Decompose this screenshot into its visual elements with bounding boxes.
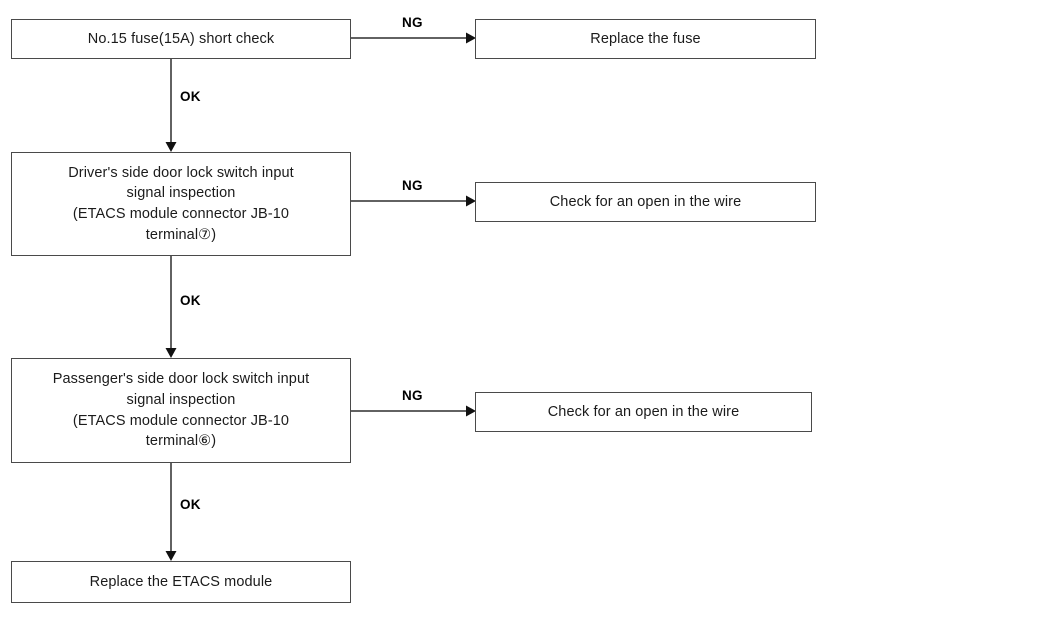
edge-ok-2 bbox=[165, 256, 177, 358]
node-passenger-switch-inspection-label: Passenger's side door lock switch input … bbox=[52, 371, 310, 450]
node-replace-fuse[interactable]: Replace the fuse bbox=[475, 19, 816, 59]
node-replace-fuse-label: Replace the fuse bbox=[590, 30, 701, 47]
edge-label-ng-1: NG bbox=[402, 15, 423, 30]
node-replace-etacs-label: Replace the ETACS module bbox=[89, 573, 273, 590]
edge-ng-1 bbox=[351, 32, 476, 44]
node-driver-switch-inspection-label: Driver's side door lock switch input sig… bbox=[68, 164, 294, 243]
edge-ok-1 bbox=[165, 59, 177, 152]
node-fuse-check-label: No.15 fuse(15A) short check bbox=[87, 30, 275, 47]
node-check-open-wire-1-label: Check for an open in the wire bbox=[549, 193, 742, 210]
edge-label-ok-2: OK bbox=[180, 293, 201, 308]
node-check-open-wire-2-label: Check for an open in the wire bbox=[547, 403, 740, 420]
edge-label-ok-1: OK bbox=[180, 89, 201, 104]
edge-ng-2 bbox=[351, 195, 476, 207]
edge-label-ok-3: OK bbox=[180, 497, 201, 512]
edge-ok-3 bbox=[165, 463, 177, 561]
node-check-open-wire-1[interactable]: Check for an open in the wire bbox=[475, 182, 816, 222]
node-driver-switch-inspection[interactable]: Driver's side door lock switch input sig… bbox=[11, 152, 351, 256]
node-replace-etacs[interactable]: Replace the ETACS module bbox=[11, 561, 351, 603]
edge-ng-3 bbox=[351, 405, 476, 417]
edge-label-ng-3: NG bbox=[402, 388, 423, 403]
node-fuse-check[interactable]: No.15 fuse(15A) short check bbox=[11, 19, 351, 59]
node-check-open-wire-2[interactable]: Check for an open in the wire bbox=[475, 392, 812, 432]
edge-label-ng-2: NG bbox=[402, 178, 423, 193]
node-passenger-switch-inspection[interactable]: Passenger's side door lock switch input … bbox=[11, 358, 351, 463]
